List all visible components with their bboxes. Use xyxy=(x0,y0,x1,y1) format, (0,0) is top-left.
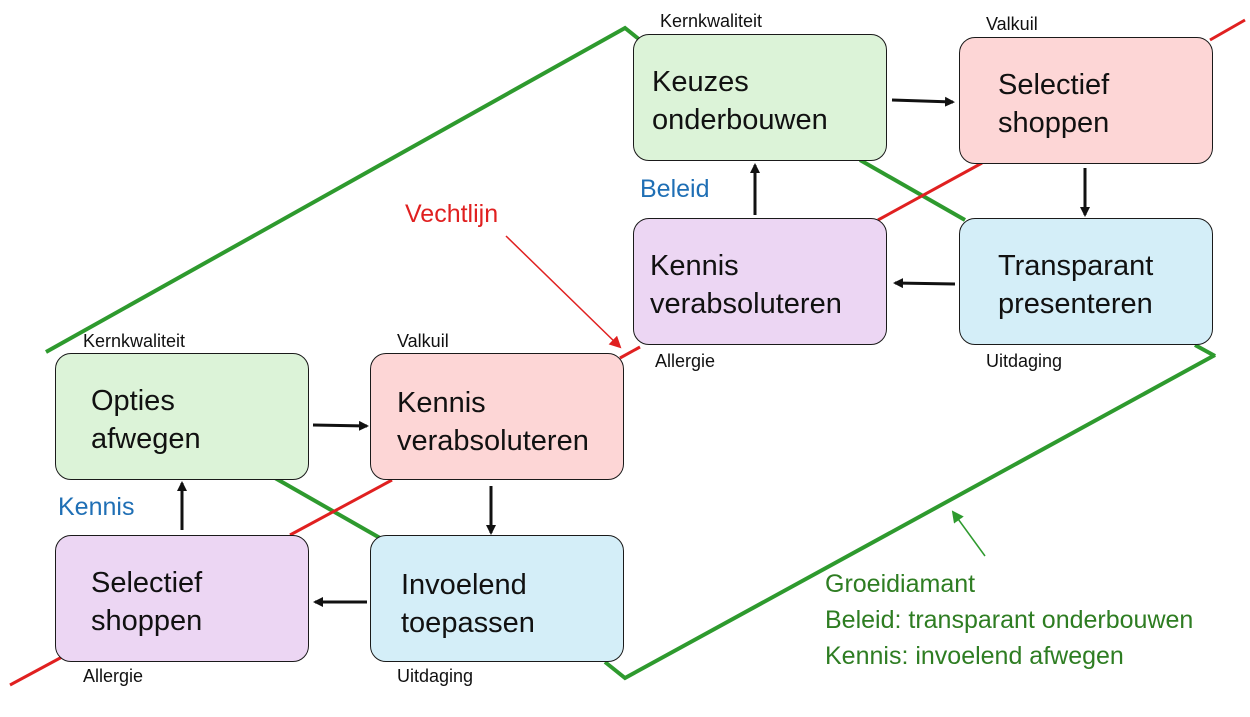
vechtlijn-label: Vechtlijn xyxy=(405,200,499,228)
upper-side-label: Beleid xyxy=(640,175,710,203)
groeidiamant-line xyxy=(274,476,381,540)
upper-uitdaging-line1: Transparant xyxy=(998,250,1154,282)
vechtlijn-line xyxy=(877,161,983,222)
groeidiamant-line1: Beleid: transparant onderbouwen xyxy=(825,606,1194,634)
lower-allergie-line2: shoppen xyxy=(91,605,203,637)
upper-kernkwaliteit-line2: onderbouwen xyxy=(652,104,828,136)
arrow-opties-to-kennis xyxy=(312,420,369,431)
upper-kernkwaliteit-box: Keuzes onderbouwen xyxy=(633,34,887,161)
upper-kernkwaliteit-label: Kernkwaliteit xyxy=(660,11,763,31)
lower-uitdaging-box: Invoelend toepassen xyxy=(370,535,624,662)
lower-allergie-line1: Selectief xyxy=(91,567,203,599)
lower-kernkwaliteit-line1: Opties xyxy=(91,385,175,417)
groeidiamant-line xyxy=(859,158,966,222)
arrow-transparant-to-kennis xyxy=(893,278,956,289)
vechtlijn-line xyxy=(619,345,641,360)
vechtlijn-pointer xyxy=(505,235,622,349)
upper-kernkwaliteit-line1: Keuzes xyxy=(652,66,749,98)
upper-uitdaging-label: Uitdaging xyxy=(986,351,1063,371)
lower-uitdaging-line1: Invoelend xyxy=(401,569,527,601)
groeidiamant-line xyxy=(603,353,1216,681)
upper-valkuil-label: Valkuil xyxy=(986,14,1038,34)
lower-allergie-box: Selectief shoppen xyxy=(55,535,309,662)
lower-valkuil-line1: Kennis xyxy=(397,387,486,419)
vechtlijn-line xyxy=(289,478,393,537)
upper-allergie-line2: verabsoluteren xyxy=(650,288,842,320)
upper-valkuil-box: Selectief shoppen xyxy=(959,37,1213,164)
upper-valkuil-line2: shoppen xyxy=(998,107,1110,139)
lower-uitdaging-line2: toepassen xyxy=(401,607,535,639)
upper-uitdaging-box: Transparant presenteren xyxy=(959,218,1213,345)
lower-kernkwaliteit-box: Opties afwegen xyxy=(55,353,309,480)
lower-uitdaging-label: Uitdaging xyxy=(397,666,474,686)
vechtlijn-line xyxy=(1209,18,1246,42)
lower-allergie-label: Allergie xyxy=(83,666,144,686)
lower-valkuil-box: Kennis verabsoluteren xyxy=(370,353,624,480)
groeidiamant-title: Groeidiamant xyxy=(825,570,976,598)
upper-allergie-label: Allergie xyxy=(655,351,716,371)
lower-kernkwaliteit-line2: afwegen xyxy=(91,423,201,455)
groeidiamant-legend: Groeidiamant Beleid: transparant onderbo… xyxy=(825,566,1193,674)
upper-uitdaging-line2: presenteren xyxy=(998,288,1153,320)
upper-allergie-box: Kennis verabsoluteren xyxy=(633,218,887,345)
upper-allergie-line1: Kennis xyxy=(650,250,739,282)
lower-valkuil-line2: verabsoluteren xyxy=(397,425,589,457)
lower-valkuil-label: Valkuil xyxy=(397,331,449,351)
groeidiamant-line xyxy=(45,25,642,354)
lower-kernkwaliteit-label: Kernkwaliteit xyxy=(83,331,186,351)
groeidiamant-pointer xyxy=(951,510,986,557)
lower-side-label: Kennis xyxy=(58,493,135,521)
upper-valkuil-line1: Selectief xyxy=(998,69,1110,101)
arrow-keuzes-to-selectief xyxy=(891,96,955,107)
vechtlijn-line xyxy=(9,655,63,687)
groeidiamant-line2: Kennis: invoelend afwegen xyxy=(825,642,1124,670)
groeidiamant-line xyxy=(1194,343,1216,358)
